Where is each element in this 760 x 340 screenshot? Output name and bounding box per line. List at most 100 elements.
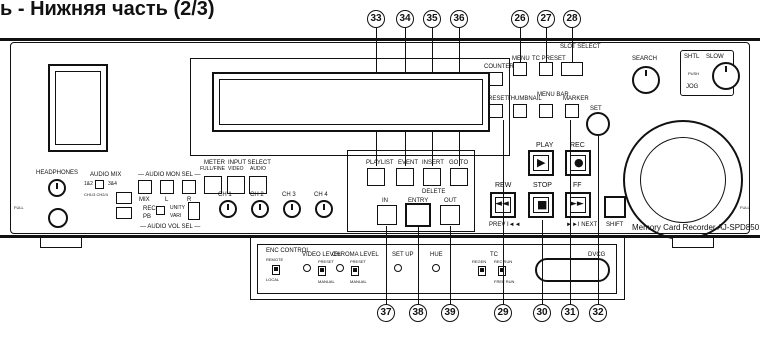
remote-label: REMOTE	[266, 257, 284, 262]
shift-button[interactable]	[604, 196, 626, 218]
tc-preset-label: TC PRESET	[532, 56, 566, 62]
ch-label: CH1/3 CH2/4	[84, 192, 108, 197]
set-up-label: SET UP	[392, 252, 414, 258]
play-button[interactable]: ▶	[528, 150, 554, 176]
entry-button[interactable]	[405, 203, 431, 227]
main-display	[212, 72, 490, 132]
mon-l-label: L	[165, 197, 169, 203]
panel-frame	[10, 42, 750, 234]
callout-30: 30	[533, 304, 551, 322]
rew-icon: ◄◄	[495, 199, 509, 209]
out-button[interactable]	[440, 205, 460, 225]
menu-bar-label: MENU BAR	[537, 92, 569, 98]
leader-line	[386, 226, 387, 304]
set-up-trim[interactable]	[394, 264, 402, 272]
video-level-switch[interactable]	[318, 266, 326, 276]
callout-34: 34	[396, 10, 414, 28]
mon-mix-button[interactable]	[138, 180, 152, 194]
rec-pb-switch[interactable]	[156, 206, 165, 215]
video-level-label: VIDEO LEVEL	[302, 252, 342, 258]
leader-line	[418, 226, 419, 304]
jog-dial-inner[interactable]	[640, 137, 726, 223]
reset-label: RESET	[488, 96, 509, 102]
card-slot[interactable]	[535, 258, 610, 282]
playlist-button[interactable]	[367, 168, 385, 186]
shtl-label: SHTL	[684, 54, 700, 60]
tc-label: TC	[490, 252, 498, 258]
callout-26: 26	[511, 10, 529, 28]
in-button[interactable]	[377, 205, 397, 225]
video-level-trim[interactable]	[303, 264, 311, 272]
slot-select-label: SLOT SELECT	[560, 44, 601, 50]
rec-icon: ●	[574, 156, 584, 169]
meter-full-fine-button[interactable]	[204, 176, 222, 194]
menu-button[interactable]	[513, 62, 527, 76]
callout-39: 39	[441, 304, 459, 322]
ch1-level-knob[interactable]	[219, 200, 237, 218]
marker-button[interactable]	[565, 104, 579, 118]
vari-label: VARI	[170, 213, 182, 219]
set-button[interactable]	[586, 112, 610, 136]
enc-control-switch[interactable]	[272, 265, 280, 275]
audio-mon-sel-label: — AUDIO MON SEL —	[138, 172, 201, 178]
ch2-level-knob[interactable]	[251, 200, 269, 218]
input-select-video-button[interactable]	[227, 176, 245, 194]
leader-line	[503, 120, 504, 304]
headphones-volume-knob[interactable]	[48, 179, 66, 197]
mix-34-label: 3&4	[108, 181, 117, 187]
full-right-label: FULL	[740, 205, 750, 210]
tc-preset-button[interactable]	[539, 62, 553, 76]
event-button[interactable]	[396, 168, 414, 186]
playlist-label: PLAYLIST	[366, 160, 394, 166]
callout-35: 35	[423, 10, 441, 28]
audio-mix-switch-bottom[interactable]	[116, 207, 132, 219]
ch4-level-knob[interactable]	[315, 200, 333, 218]
audio-mix-switch-top[interactable]	[116, 192, 132, 204]
audio-mix-12-button[interactable]	[95, 180, 104, 189]
callout-38: 38	[409, 304, 427, 322]
tc-regen-switch[interactable]	[478, 266, 486, 276]
hue-label: HUE	[430, 252, 443, 258]
counter-button[interactable]	[489, 72, 503, 86]
ff-label: FF	[573, 182, 582, 189]
leader-line	[542, 220, 543, 304]
audio-select-label: AUDIO	[250, 166, 266, 172]
full-fine-label: FULL/FINE	[200, 166, 226, 172]
search-label: SEARCH	[632, 56, 658, 62]
set-label: SET	[590, 106, 602, 112]
chroma-manual-label: MANUAL	[350, 279, 367, 284]
hue-trim[interactable]	[432, 264, 440, 272]
menu-bar-button[interactable]	[539, 104, 553, 118]
unity-vari-switch[interactable]	[188, 202, 200, 220]
video-monitor-screen	[48, 64, 108, 152]
chroma-level-trim[interactable]	[336, 264, 344, 272]
input-select-audio-button[interactable]	[249, 176, 267, 194]
display-bezel	[190, 58, 510, 156]
callout-29: 29	[494, 304, 512, 322]
headphones-jack[interactable]	[48, 208, 68, 228]
video-select-label: VIDEO	[228, 166, 244, 172]
ff-button[interactable]: ►►	[565, 192, 591, 218]
stop-button[interactable]: ■	[528, 192, 554, 218]
goto-button[interactable]	[450, 168, 468, 186]
search-button[interactable]	[632, 66, 660, 94]
mon-r-label: R	[187, 197, 192, 203]
thumbnail-button[interactable]	[513, 104, 527, 118]
mon-r-button[interactable]	[182, 180, 196, 194]
ch1-label: CH 1	[218, 192, 232, 198]
reset-button[interactable]	[489, 104, 503, 118]
tc-run-switch[interactable]	[498, 266, 506, 276]
enc-control-label: ENC CONTROL	[266, 248, 310, 254]
ch2-label: CH 2	[250, 192, 264, 198]
jog-mode-button[interactable]	[712, 62, 740, 90]
input-select-label: INPUT SELECT	[228, 160, 271, 166]
insert-button[interactable]	[423, 168, 441, 186]
ch3-level-knob[interactable]	[283, 200, 301, 218]
mon-l-button[interactable]	[160, 180, 174, 194]
thumbnail-label: THUMBNAIL	[507, 96, 542, 102]
rec-button[interactable]: ●	[565, 150, 591, 176]
slot-select-switch[interactable]	[561, 62, 583, 76]
model-label: Memory Card Recorder AJ-SPD850	[632, 223, 760, 232]
chroma-level-switch[interactable]	[351, 266, 359, 276]
rec-button-label: REC	[570, 142, 585, 149]
